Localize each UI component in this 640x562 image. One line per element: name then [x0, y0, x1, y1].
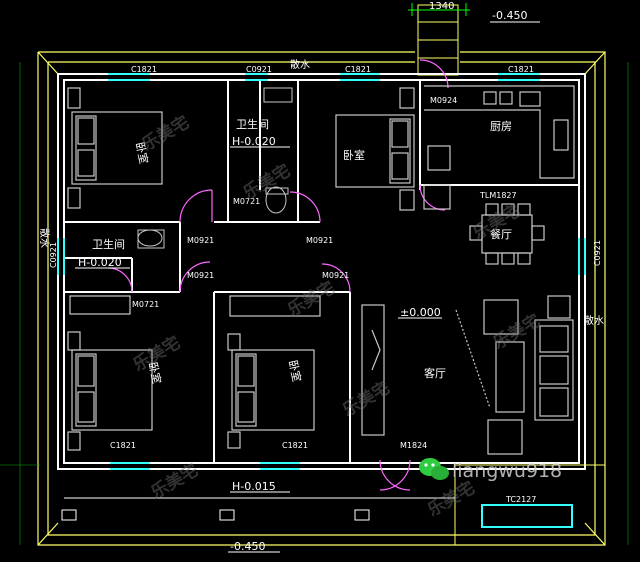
room-living: 客厅: [424, 366, 446, 380]
interior-walls: [64, 80, 579, 463]
porch: [61, 464, 606, 546]
room-bedroom-ne: 卧室: [343, 148, 365, 162]
code-c1821-top-left: C1821: [131, 65, 157, 74]
bed-sw: [67, 295, 153, 451]
level-bath-left: H-0.020: [78, 256, 122, 269]
dimension-line-top: [408, 3, 470, 16]
room-bath-left: 卫生间: [92, 237, 125, 251]
entrance-stair: [417, 4, 459, 76]
watermark-brand-5: 乐美宅: [284, 277, 339, 321]
kitchen-counter: [423, 85, 575, 210]
room-bedroom-sw: 卧室: [146, 361, 164, 385]
code-m0921-a: M0921: [187, 236, 214, 245]
code-c0921-right: C0921: [593, 240, 602, 266]
code-m0921-d: M0921: [322, 271, 349, 280]
level-outdoor-top: -0.450: [492, 9, 527, 22]
level-outdoor-bottom: -0.450: [230, 540, 265, 553]
code-tlm1827: TLM1827: [479, 191, 517, 200]
bath-left-fixtures: [137, 229, 165, 249]
bed-nw: [67, 87, 163, 209]
wechat-icon: [419, 458, 449, 480]
dimension-top: 1340: [429, 1, 454, 12]
drainage-left: 散水: [38, 228, 51, 248]
room-bedroom-nw: 卧室: [133, 141, 151, 165]
watermark-brand-7: 乐美宅: [489, 310, 544, 354]
code-c1821-top-mid: C1821: [345, 65, 371, 74]
bath-upper-fixtures: [263, 87, 293, 214]
code-m0924: M0924: [430, 96, 457, 105]
code-c1821-bottom-left: C1821: [110, 441, 136, 450]
level-bath-upper: H-0.020: [232, 135, 276, 148]
room-kitchen: 厨房: [490, 120, 512, 133]
watermark-brand-8: 乐美宅: [147, 460, 202, 504]
code-c1821-bottom-mid: C1821: [282, 441, 308, 450]
room-dining: 餐厅: [490, 227, 512, 241]
level-living: ±0.000: [400, 306, 441, 319]
level-porch: H-0.015: [232, 480, 276, 493]
bed-ne: [335, 87, 415, 211]
code-c1821-top-right: C1821: [508, 65, 534, 74]
dining-table: [469, 203, 545, 265]
drainage-top: 散水: [290, 58, 310, 71]
room-bath-upper: 卫生间: [236, 117, 269, 131]
bed-s: [227, 295, 321, 449]
code-c0921-top: C0921: [246, 65, 272, 74]
axis-lines: [0, 62, 629, 545]
living-furniture: [361, 295, 574, 455]
room-bedroom-s: 卧室: [286, 359, 304, 383]
code-c0921-left: C0921: [49, 242, 58, 268]
watermark-brand-9: 乐美宅: [424, 477, 479, 521]
code-tc2127: TC2127: [505, 495, 536, 504]
code-m1824: M1824: [400, 441, 427, 450]
drainage-right: 散水: [584, 314, 604, 327]
watermark-wechat-id: liangwu918: [452, 460, 562, 482]
code-m0921-c: M0921: [187, 271, 214, 280]
code-m0721-lower: M0721: [132, 300, 159, 309]
doors: [107, 59, 449, 491]
watermark-brand-6: 乐美宅: [339, 377, 394, 421]
code-m0721-upper: M0721: [233, 197, 260, 206]
code-m0921-b: M0921: [306, 236, 333, 245]
windows: [57, 73, 586, 528]
level-markers: [75, 146, 442, 553]
watermark-brand-1: 乐美宅: [138, 112, 193, 156]
